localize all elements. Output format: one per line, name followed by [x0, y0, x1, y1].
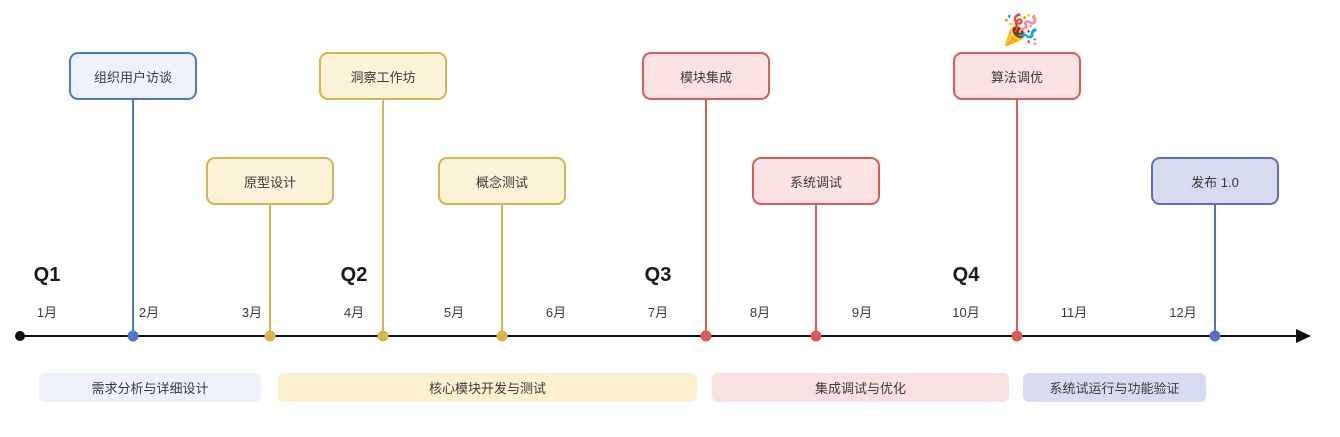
milestone-box: 组织用户访谈	[69, 52, 197, 100]
party-popper-emoji: 🎉	[1002, 14, 1040, 47]
milestone-box: 洞察工作坊	[319, 52, 447, 100]
milestone-box: 发布 1.0	[1151, 157, 1279, 205]
milestone-box: 概念测试	[438, 157, 566, 205]
milestone-box: 模块集成	[642, 52, 770, 100]
month-label-11: 11月	[1060, 305, 1088, 320]
quarter-label-q4: Q4	[952, 264, 980, 286]
quarter-label-q3: Q3	[644, 264, 672, 286]
phase-bar: 需求分析与详细设计	[39, 373, 261, 402]
milestone-stem	[1016, 100, 1018, 336]
quarter-label-q1: Q1	[33, 264, 61, 286]
milestone-dot	[810, 330, 822, 342]
month-label-10: 10月	[952, 305, 980, 320]
timeline-start-dot	[15, 331, 25, 341]
month-label-8: 8月	[749, 305, 771, 320]
milestone-dot	[264, 330, 276, 342]
milestone-dot	[377, 330, 389, 342]
milestone-dot	[127, 330, 139, 342]
milestone-stem	[382, 100, 384, 336]
milestone-box: 算法调优	[953, 52, 1081, 100]
month-label-9: 9月	[851, 305, 873, 320]
milestone-stem	[815, 205, 817, 336]
milestone-dot	[700, 330, 712, 342]
month-label-3: 3月	[241, 305, 263, 320]
month-label-6: 6月	[545, 305, 567, 320]
milestone-box: 原型设计	[206, 157, 334, 205]
milestone-stem	[1214, 205, 1216, 336]
phase-bar: 系统试运行与功能验证	[1023, 373, 1206, 402]
month-label-7: 7月	[647, 305, 669, 320]
milestone-dot	[1011, 330, 1023, 342]
month-label-4: 4月	[343, 305, 365, 320]
month-label-5: 5月	[443, 305, 465, 320]
month-label-1: 1月	[36, 305, 58, 320]
timeline-arrow-icon	[1296, 329, 1311, 343]
milestone-box: 系统调试	[752, 157, 880, 205]
milestone-stem	[501, 205, 503, 336]
milestone-stem	[132, 100, 134, 336]
phase-bar: 核心模块开发与测试	[278, 373, 697, 402]
milestone-stem	[705, 100, 707, 336]
phase-bar: 集成调试与优化	[712, 373, 1009, 402]
timeline-axis	[20, 335, 1296, 337]
milestone-stem	[269, 205, 271, 336]
milestone-dot	[496, 330, 508, 342]
quarter-label-q2: Q2	[340, 264, 368, 286]
month-label-12: 12月	[1169, 305, 1197, 320]
milestone-dot	[1209, 330, 1221, 342]
month-label-2: 2月	[138, 305, 160, 320]
